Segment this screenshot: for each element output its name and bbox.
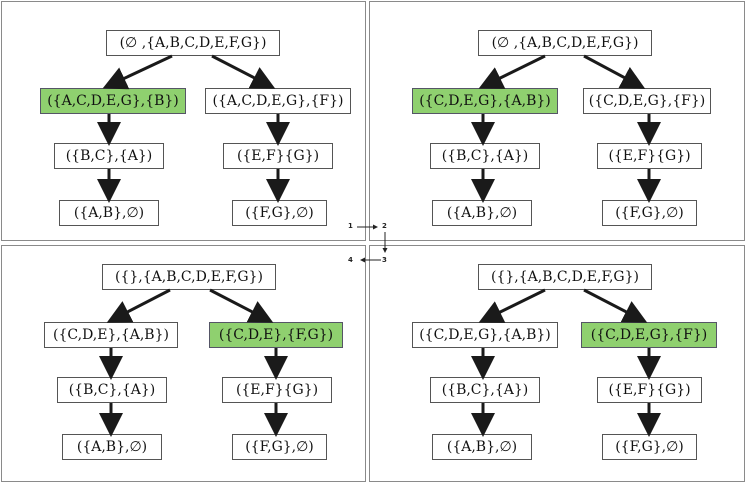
- sequence-label-4: 4: [348, 256, 353, 264]
- left-leaf-node: ({A,B},∅): [432, 200, 532, 226]
- right-leaf-node: ({F,G},∅): [602, 200, 697, 226]
- right-child-node: ({C,D,E},{F,G}): [209, 322, 343, 348]
- left-grandchild-node: ({B,C},{A}): [430, 377, 540, 403]
- left-grandchild-node: ({B,C},{A}): [430, 143, 540, 169]
- right-child-node: ({C,D,E,G},{F}): [581, 322, 717, 348]
- right-grandchild-node: ({E,F}{G}): [597, 377, 702, 403]
- root-node: ({},{A,B,C,D,E,F,G}): [478, 264, 652, 290]
- root-node: ({},{A,B,C,D,E,F,G}): [102, 264, 276, 290]
- right-child-node: ({A,C,D,E,G},{F}): [205, 88, 351, 114]
- root-node: (∅ ,{A,B,C,D,E,F,G}): [106, 30, 280, 56]
- panel-top-right: (∅ ,{A,B,C,D,E,F,G}) ({C,D,E,G},{A,B}) (…: [369, 1, 745, 241]
- right-grandchild-node: ({E,F}{G}): [222, 377, 332, 403]
- sequence-label-1: 1: [348, 222, 353, 230]
- left-child-node: ({C,D,E},{A,B}): [44, 322, 178, 348]
- sequence-indicator: [357, 224, 388, 263]
- right-grandchild-node: ({E,F}{G}): [223, 143, 333, 169]
- sequence-label-3: 3: [382, 256, 387, 264]
- panel-bottom-left: ({},{A,B,C,D,E,F,G}) ({C,D,E},{A,B}) ({C…: [1, 245, 366, 482]
- right-grandchild-node: ({E,F}{G}): [597, 143, 702, 169]
- left-child-node: ({C,D,E,G},{A,B}): [412, 88, 558, 114]
- panel-bottom-right: ({},{A,B,C,D,E,F,G}) ({C,D,E,G},{A,B}) (…: [369, 245, 745, 482]
- right-leaf-node: ({F,G},∅): [232, 200, 327, 226]
- left-child-node: ({C,D,E,G},{A,B}): [412, 322, 558, 348]
- left-grandchild-node: ({B,C},{A}): [54, 143, 164, 169]
- root-node: (∅ ,{A,B,C,D,E,F,G}): [478, 30, 652, 56]
- right-child-node: ({C,D,E,G},{F}): [583, 88, 711, 114]
- panel-top-left: (∅ ,{A,B,C,D,E,F,G}) ({A,C,D,E,G},{B}) (…: [1, 1, 366, 241]
- left-child-node: ({A,C,D,E,G},{B}): [40, 88, 186, 114]
- left-leaf-node: ({A,B},∅): [432, 434, 532, 460]
- right-leaf-node: ({F,G},∅): [602, 434, 697, 460]
- sequence-label-2: 2: [382, 222, 387, 230]
- left-grandchild-node: ({B,C},{A}): [57, 377, 167, 403]
- right-leaf-node: ({F,G},∅): [232, 434, 327, 460]
- left-leaf-node: ({A,B},∅): [59, 200, 159, 226]
- left-leaf-node: ({A,B},∅): [62, 434, 162, 460]
